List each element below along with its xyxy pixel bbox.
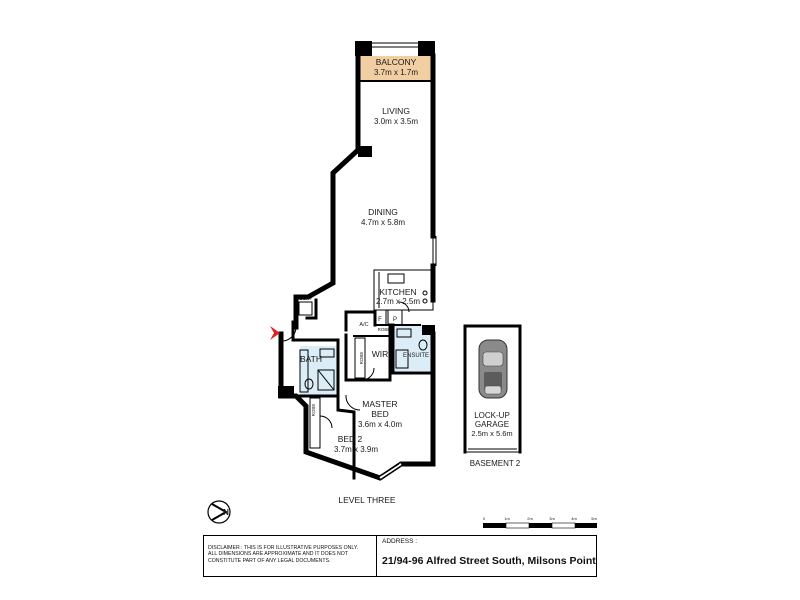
car-icon [478, 339, 508, 399]
scale-tick-5: 5m [591, 516, 597, 521]
address: 21/94-96 Alfred Street South, Milsons Po… [382, 555, 596, 567]
basin-icon [319, 348, 335, 358]
garage-name-2: GARAGE [475, 420, 509, 429]
cooktop-icon [422, 290, 428, 296]
master-bed-name: MASTER [362, 399, 397, 409]
bed-door-swing [345, 394, 361, 411]
disclaimer-line-1: DISCLAIMER : THIS IS FOR ILLUSTRATIVE PU… [208, 545, 359, 551]
garage-name-1: LOCK-UP [474, 411, 510, 420]
pantry-space [387, 309, 403, 326]
kitchen-name: KITCHEN [379, 287, 416, 297]
balcony-area [358, 56, 434, 81]
balcony-pillar-left [355, 41, 372, 56]
bath-name: BATH [300, 354, 322, 364]
address-label: ADDRESS : [382, 538, 418, 545]
scale-tick-1: 1m [504, 516, 510, 521]
ldry-door-swing [398, 301, 410, 313]
laundry-tub-icon [298, 301, 313, 316]
garage-dims: 2.5m x 5.6m [471, 429, 512, 438]
ensuite-basin-icon [396, 328, 412, 338]
dining-name: DINING [368, 207, 398, 217]
toilet-icon [304, 378, 314, 390]
scale-bar [483, 522, 597, 529]
bed2-window-gap [379, 463, 402, 479]
master-bed-dims: 3.6m x 4.0m [358, 420, 402, 429]
wir-robe [354, 337, 366, 379]
bed2-robe [309, 397, 321, 449]
kitchen-dims: 2.7m x 2.5m [376, 297, 420, 306]
kitchen-bench [373, 269, 434, 311]
bed2-dims: 3.7m x 3.9m [334, 445, 378, 454]
wir-name: WIR [372, 349, 389, 359]
shower-diag [317, 369, 335, 391]
robe-wir-name: ROBE [359, 352, 364, 365]
cooktop-icon-2 [422, 298, 428, 304]
disclaimer-line-3: CONSTITUTE PART OF ANY LEGAL DOCUMENTS. [208, 557, 331, 564]
scale-tick-2: 2m [527, 516, 533, 521]
fridge-space [373, 309, 387, 326]
level-label: LEVEL THREE [338, 495, 395, 505]
basement-label: BASEMENT 2 [470, 459, 521, 468]
robe-bed2-name: ROBE [311, 404, 316, 417]
fridge-label: F [378, 317, 382, 323]
disclaimer: DISCLAIMER : THIS IS FOR ILLUSTRATIVE PU… [208, 545, 358, 564]
sink-icon [387, 273, 405, 284]
scale-tick-0: 0 [483, 516, 486, 521]
master-bed-name-2: BED [371, 409, 388, 419]
living-name: LIVING [382, 106, 410, 116]
dining-dims: 4.7m x 5.8m [361, 218, 405, 227]
column-kitchen [422, 325, 435, 335]
entry-door-swing [281, 326, 297, 342]
balcony-dims: 3.7m x 1.7m [374, 68, 418, 77]
wir-door-swing [361, 367, 375, 381]
svg-text:N: N [223, 508, 229, 517]
garage [463, 324, 522, 454]
balcony-pillar-right [418, 41, 435, 56]
balcony-name: BALCONY [376, 57, 417, 67]
pantry-label: P [393, 317, 397, 323]
ensuite-name: ENSUITE [403, 353, 429, 359]
ldry-name: L'DRY [300, 296, 313, 301]
ensuite-shower-icon [395, 349, 409, 369]
bathtub-icon [299, 349, 309, 393]
north-arrow-icon: N [207, 500, 231, 524]
ensuite-toilet-icon [418, 339, 428, 351]
living-dims: 3.0m x 3.5m [374, 117, 418, 126]
bed2-window [381, 463, 400, 476]
title-block: DISCLAIMER : THIS IS FOR ILLUSTRATIVE PU… [203, 535, 597, 577]
disclaimer-line-2: ALL DIMENSIONS ARE APPROXIMATE AND IT DO… [208, 551, 348, 558]
bed2-door-swing [319, 415, 333, 429]
entry-arrow-icon [270, 326, 280, 340]
disclaimer-box: DISCLAIMER : THIS IS FOR ILLUSTRATIVE PU… [204, 536, 377, 576]
column-bath [278, 386, 294, 398]
ac-name: A/C [359, 322, 368, 328]
scale-tick-4: 4m [571, 516, 577, 521]
bed2-name: BED 2 [338, 434, 363, 444]
column-living [358, 146, 372, 157]
scale-tick-3: 3m [549, 516, 555, 521]
robe-small-name: ROBE [378, 327, 391, 332]
shower-icon [317, 369, 335, 391]
